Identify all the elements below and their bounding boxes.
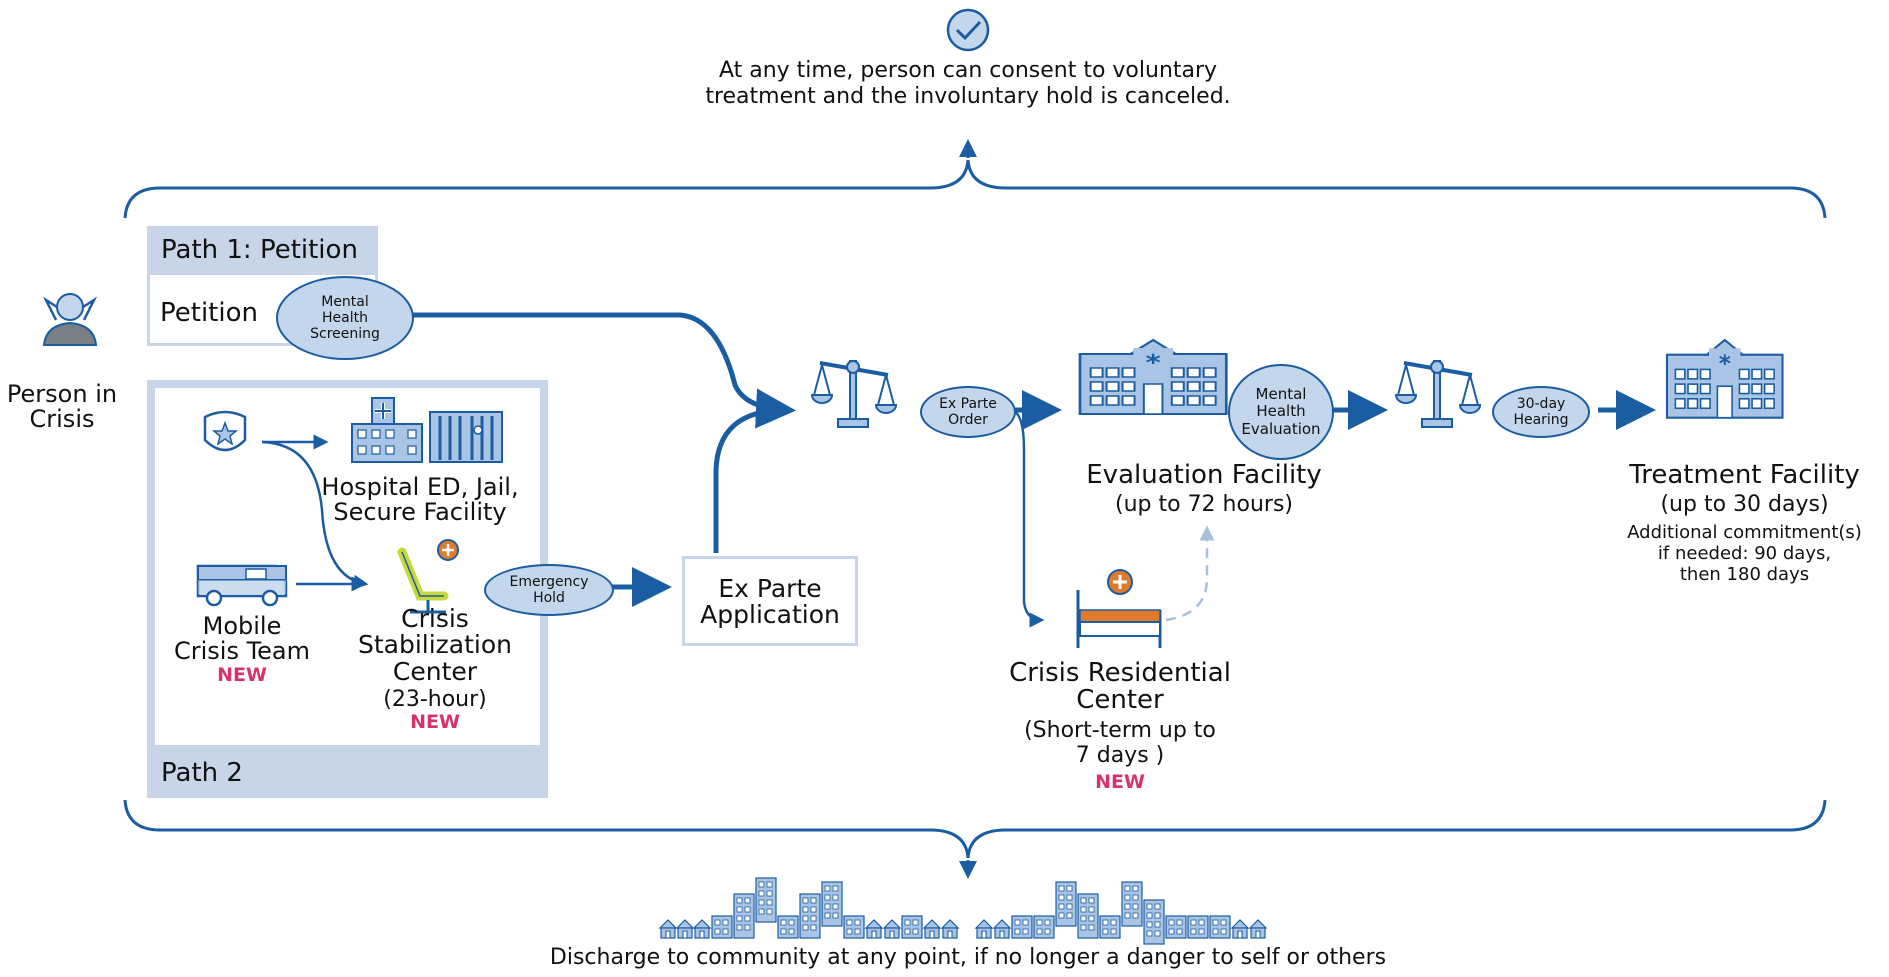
discharge-note: Discharge to community at any point, if … [549, 945, 1387, 970]
jail-icon [429, 411, 503, 463]
check-circle-icon [946, 8, 990, 52]
hearing-line1: 30-day [1516, 395, 1566, 412]
evaluation-facility-duration: (up to 72 hours) [1115, 492, 1293, 518]
person-line2: Crisis [29, 405, 95, 434]
voluntary-consent-note: At any time, person can consent to volun… [640, 58, 1296, 111]
csc-line3: Center [392, 656, 478, 686]
treatment-facility-label: Treatment Facility (up to 30 days) Addit… [1600, 460, 1889, 586]
csc-line2: Stabilization [357, 630, 513, 660]
crisis-residential-center-label: Crisis Residential Center (Short-term up… [990, 658, 1250, 793]
emergency-line1: Emergency [509, 573, 589, 590]
hospital-jail-secure-label: Hospital ED, Jail, Secure Facility [300, 473, 540, 527]
csc-line4: (23-hour) [383, 686, 487, 712]
arrow-application-to-exparte [713, 407, 787, 553]
hospital-icon [351, 397, 423, 463]
court-scale-icon-exparte [810, 359, 898, 429]
treatment-facility-title: Treatment Facility [1629, 460, 1860, 490]
residential-line4: 7 days ) [1075, 742, 1165, 768]
ex-parte-application-box [682, 556, 858, 646]
treatment-note-line1: Additional commitment(s) [1627, 522, 1862, 544]
evaluation-line1: Mental [1255, 385, 1307, 404]
treatment-facility-duration: (up to 30 days) [1660, 492, 1829, 518]
mobile-crisis-team-label: Mobile Crisis Team NEW [162, 612, 322, 687]
dashed-arrow-residential-to-evaluation [1165, 525, 1215, 622]
top-brace [123, 159, 1827, 219]
hearing-line2: Hearing [1513, 412, 1569, 428]
treatment-note-line3: then 180 days [1679, 564, 1810, 586]
bed-icon [1076, 569, 1162, 648]
residential-new-badge: NEW [1095, 770, 1145, 793]
emergency-line2: Hold [533, 590, 565, 606]
evaluation-line3: Evaluation [1241, 419, 1321, 438]
order-line1: Ex Parte [939, 395, 997, 412]
bottom-brace [123, 799, 1827, 859]
csc-new-badge: NEW [410, 710, 460, 733]
police-badge-icon [203, 410, 247, 452]
residential-line2: Center [1076, 685, 1164, 716]
evaluation-facility-icon [1078, 338, 1228, 416]
mobile-crisis-van-icon [196, 564, 288, 607]
arrow-order-to-residential [1010, 408, 1045, 628]
path2-header: Path 2 [147, 748, 548, 798]
csc-line1: Crisis [401, 604, 469, 633]
screening-line1: Mental [321, 293, 369, 310]
person-line1: Person in [6, 380, 118, 408]
application-line2: Application [700, 600, 840, 630]
arrow-police-to-csc [261, 440, 369, 590]
screening-line2: Health [322, 309, 368, 326]
city-skyline-icon [659, 877, 1267, 945]
treatment-note-line2: if needed: 90 days, [1657, 543, 1832, 565]
person-in-crisis-label: Person in Crisis [0, 380, 124, 434]
voluntary-note-line1: At any time, person can consent to volun… [718, 58, 1218, 83]
order-line2: Order [948, 412, 988, 428]
mobile-new-badge: NEW [217, 664, 267, 687]
residential-line3: (Short-term up to [1024, 717, 1216, 743]
crisis-chair-icon [397, 539, 459, 614]
evaluation-line2: Health [1256, 402, 1306, 421]
court-scale-icon-hearing [1394, 359, 1482, 429]
arrow-petition-to-exparte [412, 312, 796, 429]
evaluation-facility-label: Evaluation Facility (up to 72 hours) [1064, 460, 1344, 518]
evaluation-facility-title: Evaluation Facility [1086, 460, 1322, 490]
residential-line1: Crisis Residential [1009, 658, 1231, 688]
crisis-stabilization-center-label: Crisis Stabilization Center (23-hour) NE… [340, 604, 530, 733]
voluntary-note-line2: treatment and the involuntary hold is ca… [705, 84, 1231, 110]
petition-label: Petition [160, 298, 258, 328]
hospital-line2: Secure Facility [333, 498, 507, 527]
mobile-line1: Mobile [202, 612, 282, 640]
treatment-facility-icon [1665, 338, 1784, 419]
ex-parte-application-label: Ex Parte Application [682, 574, 858, 630]
path1-header: Path 1: Petition [147, 226, 378, 274]
application-line1: Ex Parte [718, 574, 822, 603]
mobile-line2: Crisis Team [173, 637, 311, 666]
person-in-crisis-icon [42, 293, 98, 346]
screening-line3: Screening [310, 326, 380, 343]
hospital-line1: Hospital ED, Jail, [321, 473, 519, 501]
